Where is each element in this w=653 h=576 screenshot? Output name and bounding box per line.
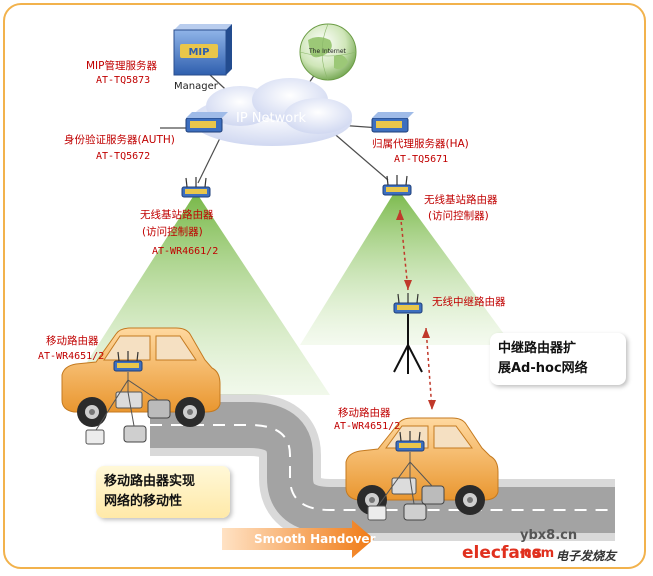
ha-server-icon: [371, 112, 414, 133]
ha-server-model: AT-TQ5671: [394, 154, 449, 165]
right-base-station-sublabel: (访问控制器): [428, 210, 489, 222]
watermark-brand: elecfans: [462, 543, 543, 563]
wireless-link-upper: [396, 209, 412, 291]
relay-callout-line1: 中继路由器扩: [498, 341, 577, 356]
mip-server-icon: MIP: [173, 24, 232, 76]
auth-server-icon: [185, 112, 228, 133]
relay-callout-line2: 展Ad-hoc网络: [498, 361, 588, 376]
left-mobile-router-label: 移动路由器: [46, 335, 99, 347]
mip-server-label: MIP管理服务器: [86, 60, 157, 72]
mobility-callout-line2: 网络的移动性: [104, 494, 183, 509]
mobility-callout: 移动路由器实现 网络的移动性: [96, 466, 230, 518]
auth-server-label: 身份验证服务器(AUTH): [64, 134, 175, 146]
left-base-station-label: 无线基站路由器: [140, 209, 214, 221]
mip-server-model: AT-TQ5873: [96, 75, 151, 86]
handover-label: Smooth Handover: [254, 532, 376, 546]
ha-server-label: 归属代理服务器(HA): [372, 138, 469, 150]
relay-router-icon: [393, 292, 423, 314]
mobility-callout-line1: 移动路由器实现: [104, 474, 196, 489]
right-base-station-label: 无线基站路由器: [424, 194, 498, 206]
relay-router-label: 无线中继路由器: [432, 296, 506, 308]
left-base-station-sublabel: (访问控制器): [142, 226, 203, 238]
tripod-icon: [393, 314, 423, 374]
right-base-station-icon: [382, 174, 412, 196]
diagram-frame: [3, 3, 646, 569]
left-base-station-model: AT-WR4661/2: [152, 246, 219, 257]
left-base-station-icon: [181, 176, 211, 198]
right-mobile-router-model: AT-WR4651/2: [334, 421, 401, 432]
internet-globe-icon: [299, 23, 357, 81]
manager-caption: Manager: [174, 81, 218, 92]
left-mobile-router-model: AT-WR4651/2: [38, 351, 105, 362]
handover-arrow: [222, 520, 374, 558]
svg-text:MIP: MIP: [188, 47, 209, 58]
watermark-site: ybx8.cn: [520, 528, 578, 543]
left-car-icon: [61, 327, 221, 445]
wireless-link-lower: [422, 327, 436, 411]
internet-label: The Internet: [309, 48, 346, 55]
right-mobile-router-label: 移动路由器: [338, 407, 391, 419]
auth-server-model: AT-TQ5672: [96, 151, 151, 162]
relay-callout: 中继路由器扩 展Ad-hoc网络: [490, 333, 626, 385]
road: [150, 394, 615, 541]
watermark-slogan: 电子发烧友: [556, 549, 617, 563]
right-car-icon: [345, 417, 499, 521]
ip-network-label: IP Network: [236, 111, 307, 126]
watermark-dotcom: ·com: [519, 546, 555, 561]
